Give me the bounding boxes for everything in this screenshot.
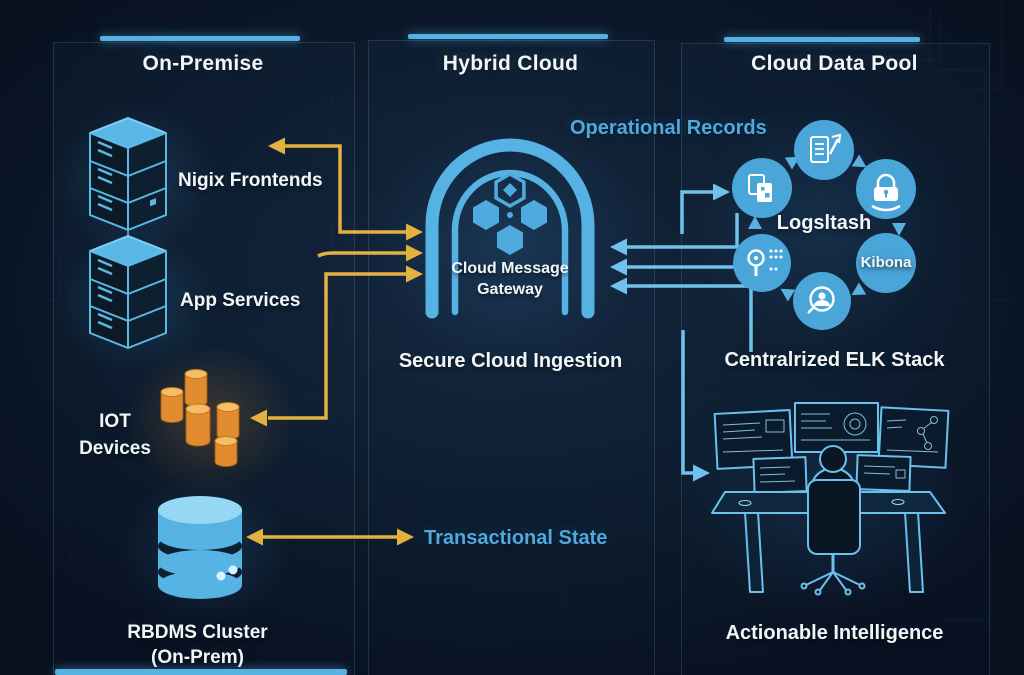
hexagon-cluster-icon <box>473 171 547 255</box>
app-services-label: App Services <box>180 290 301 311</box>
circuit-traces <box>20 0 1012 621</box>
kibana-label: Kibona <box>860 254 912 271</box>
actionable-intelligence-label: Actionable Intelligence <box>725 622 944 644</box>
rdbms-database-icon <box>158 496 242 599</box>
cloud-message-gateway-label: Cloud Message Gateway <box>451 260 569 298</box>
document-checklist-icon <box>794 120 854 180</box>
centralized-elk-stack-label: Centralrized ELK Stack <box>724 349 945 371</box>
iot-devices-label: IOT Devices <box>79 411 151 459</box>
header-cloud-data-pool: Cloud Data Pool <box>751 52 918 75</box>
nginx-frontends-label: Nigix Frontends <box>178 170 323 191</box>
rdbms-cluster-label: RBDMS Cluster (On-Prem) <box>127 622 268 668</box>
kibana-circle <box>856 233 916 293</box>
header-underline-cloud-data-pool <box>724 37 920 42</box>
logstash-label: Logsltash <box>776 212 872 234</box>
bottom-accent-bar <box>55 669 347 675</box>
header-underline-hybrid-cloud <box>408 34 608 39</box>
header-underline-on-premise <box>100 36 300 41</box>
header-on-premise: On-Premise <box>142 52 264 75</box>
yellow-data-arrows <box>246 137 423 546</box>
header-hybrid-cloud: Hybrid Cloud <box>442 52 579 75</box>
iot-devices-icon <box>160 369 240 467</box>
operational-records-label: Operational Records <box>570 117 767 139</box>
secure-cloud-ingestion-label: Secure Cloud Ingestion <box>398 350 623 372</box>
nginx-server-stack-icon <box>89 117 167 250</box>
app-server-stack-icon <box>89 218 167 349</box>
transactional-state-label: Transactional State <box>424 527 608 549</box>
elk-ring <box>732 120 916 330</box>
workstation-icon <box>711 402 950 596</box>
